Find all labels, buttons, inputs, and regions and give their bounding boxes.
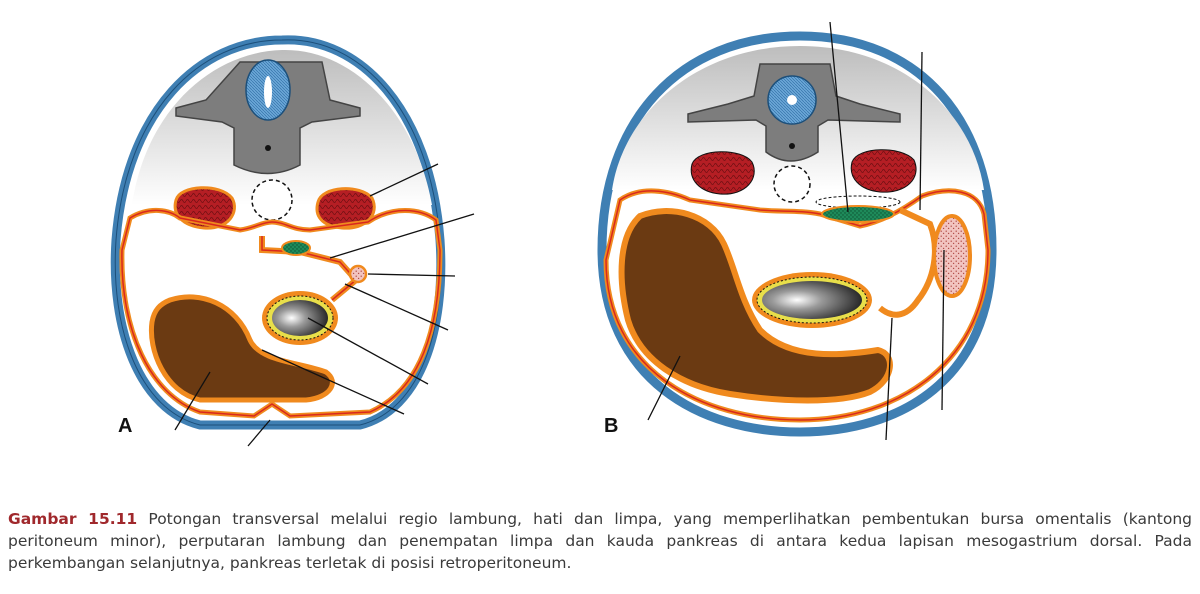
caption-text: Potongan transversal melalui regio lambu… [8, 510, 1192, 572]
pancreas-a [281, 240, 311, 256]
kidney-right-b [850, 149, 917, 193]
pancreas-b [821, 205, 895, 223]
aorta-a [251, 179, 293, 221]
liver-a [148, 294, 335, 403]
leader-lines-b [647, 21, 945, 441]
panel-a: A [110, 35, 475, 447]
aorta-b [773, 165, 811, 203]
kidney-left-b [690, 151, 755, 195]
panel-label-b: B [604, 415, 618, 437]
figure-number: Gambar 15.11 [8, 510, 138, 528]
spleen-b [932, 214, 972, 298]
embryology-diagram: A [110, 21, 997, 447]
figure-caption: Gambar 15.11 Potongan transversal melalu… [8, 508, 1192, 574]
panel-label-a: A [118, 415, 132, 437]
leader-lines-a [174, 163, 475, 447]
panel-b: B [597, 21, 997, 441]
spleen-a [348, 264, 368, 284]
liver-b [618, 208, 893, 404]
